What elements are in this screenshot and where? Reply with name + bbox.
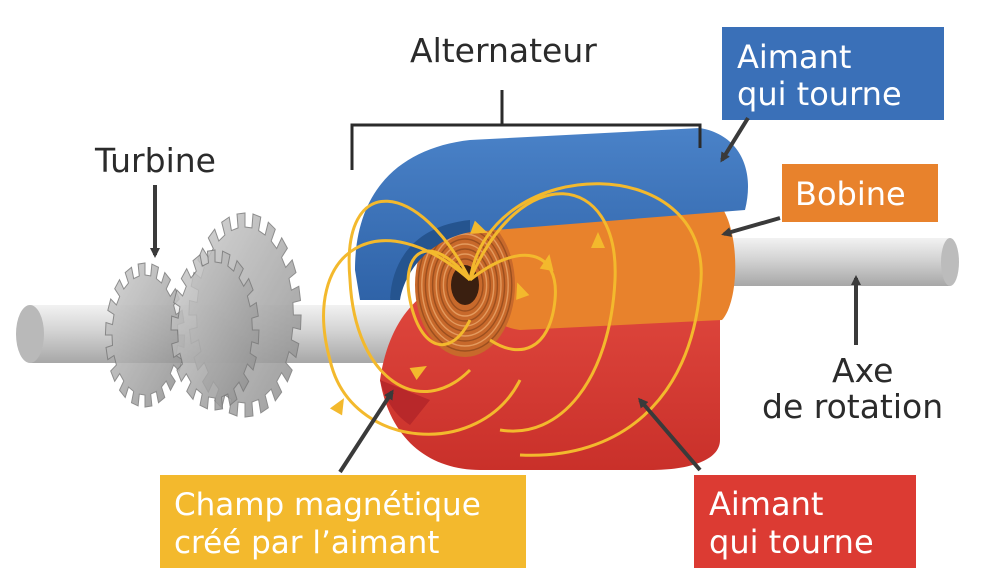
field-arrow [329, 398, 344, 416]
champ-label-line1: Champ magnétique [174, 487, 481, 523]
magnetic-field-lines [322, 182, 703, 457]
field-arrow [516, 282, 530, 300]
aimant-bottom-box [694, 475, 916, 568]
field-line [406, 249, 472, 347]
aimant-bottom-arrow [638, 397, 702, 472]
field-line [322, 239, 522, 436]
pointer-arrows [150, 116, 861, 474]
field-arrow [539, 254, 554, 272]
field-line [468, 192, 617, 433]
coil-winding [446, 258, 484, 312]
magnet-top [355, 128, 748, 300]
shaft-end-left [16, 305, 44, 363]
magnet-top-body [355, 128, 748, 300]
field-line [347, 199, 472, 393]
bobine-arrow [721, 216, 781, 237]
turbine-gears [104, 212, 302, 418]
magnet-top-inner [390, 220, 470, 300]
bobine-box [782, 164, 938, 222]
axe-label-line2: de rotation [762, 387, 943, 426]
gear-middle [170, 249, 260, 411]
coil-body [467, 205, 736, 330]
gear-back-left [104, 262, 186, 408]
aimant-bottom-label-line2: qui tourne [709, 523, 874, 561]
turbine-label: Turbine [94, 141, 216, 180]
aimant-top-label-line2: qui tourne [737, 75, 902, 113]
coil-winding [442, 253, 488, 317]
coil [415, 205, 736, 357]
alternateur-label: Alternateur [410, 31, 597, 70]
field-arrow [409, 366, 427, 381]
field-line [468, 182, 703, 457]
aimant-top-box [722, 27, 944, 120]
alternateur-bracket [350, 90, 702, 170]
coil-winding [439, 248, 491, 322]
aimant-bottom-label-line1: Aimant [709, 485, 823, 523]
champ-label-line2: créé par l’aimant [174, 525, 439, 561]
bobine-label: Bobine [795, 175, 906, 213]
field-arrow [470, 220, 488, 234]
shaft-end-right [941, 238, 959, 286]
champ-arrow [338, 389, 394, 474]
champ-box [160, 475, 526, 568]
field-line [469, 253, 557, 351]
bracket-line [350, 123, 702, 170]
aimant-top-label-line1: Aimant [737, 38, 851, 76]
aimant-top-arrow [720, 116, 750, 163]
axe-label-line1: Axe [832, 351, 893, 390]
coil-winding [428, 233, 502, 337]
field-arrow [591, 232, 605, 248]
